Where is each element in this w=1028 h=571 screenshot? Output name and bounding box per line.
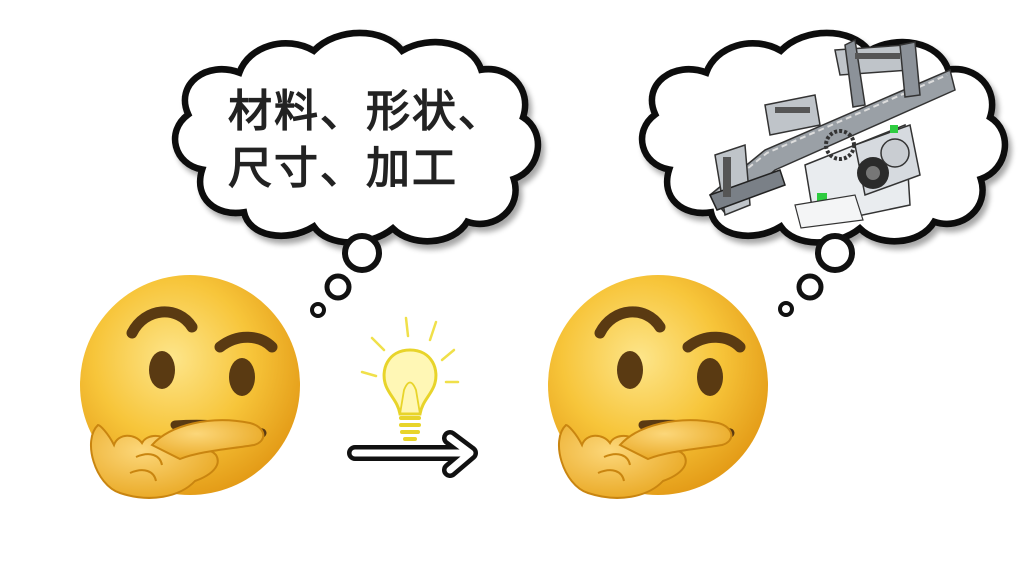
robot-arm-cad-model-icon xyxy=(708,38,956,229)
left-thought-line-2: 尺寸、加工 xyxy=(228,143,458,194)
thinking-face-emoji-icon xyxy=(80,275,300,498)
thought-dot-small xyxy=(778,301,794,317)
thought-dot-medium xyxy=(324,273,352,301)
left-thought-line-1: 材料、形状、 xyxy=(228,86,504,137)
thought-dot-small xyxy=(310,302,326,318)
thought-dot-large xyxy=(815,233,855,273)
right-thought-bubble xyxy=(642,33,1005,317)
thought-dot-large xyxy=(342,233,382,273)
left-thought-bubble: 材料、形状、 尺寸、加工 xyxy=(175,33,538,318)
thought-dot-medium xyxy=(796,273,824,301)
thinking-face-emoji-icon xyxy=(548,275,768,498)
right-arrow-icon xyxy=(347,430,478,478)
lightbulb-icon xyxy=(360,316,460,441)
